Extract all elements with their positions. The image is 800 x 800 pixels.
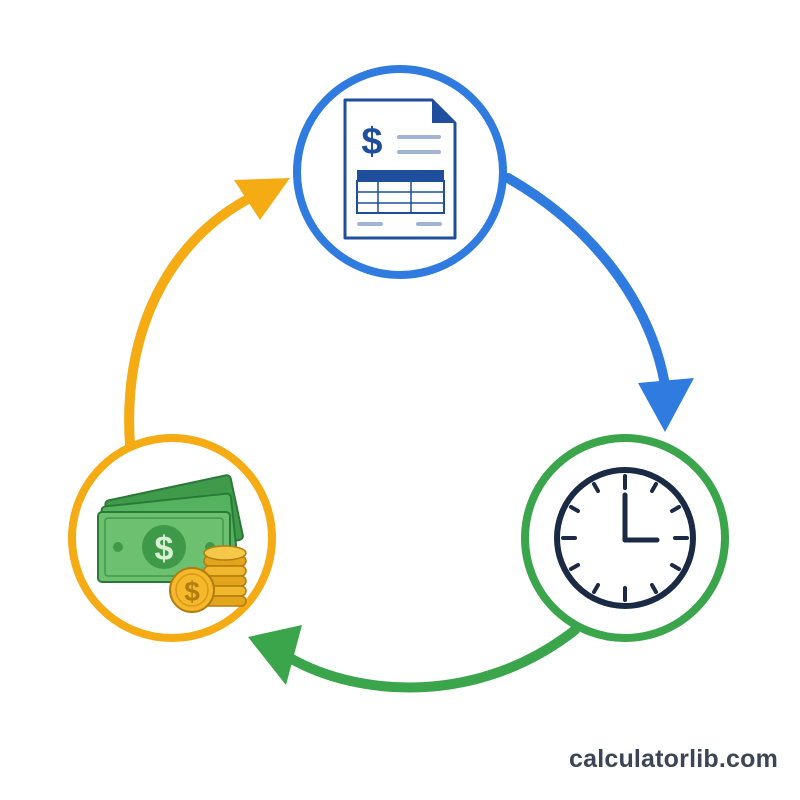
- svg-text:$: $: [361, 121, 382, 163]
- arrow-payment-to-invoice: [124, 178, 290, 450]
- node-clock: [521, 434, 729, 642]
- node-payment: $ $: [68, 434, 276, 642]
- svg-text:$: $: [184, 576, 200, 607]
- arrow-invoice-to-clock: [503, 173, 694, 432]
- node-invoice: $: [293, 65, 507, 279]
- arrow-clock-to-payment: [248, 625, 580, 693]
- clock-icon: [554, 467, 696, 609]
- svg-text:$: $: [155, 530, 174, 568]
- cash-and-coins-icon: $ $: [97, 474, 247, 613]
- watermark-text: calculatorlib.com: [568, 745, 778, 773]
- coin-stack: [203, 545, 247, 607]
- arrowhead-blue: [638, 378, 694, 432]
- arrowhead-green: [248, 625, 302, 685]
- arrowhead-orange: [234, 178, 290, 220]
- invoice-dollar-icon: $: [343, 98, 457, 240]
